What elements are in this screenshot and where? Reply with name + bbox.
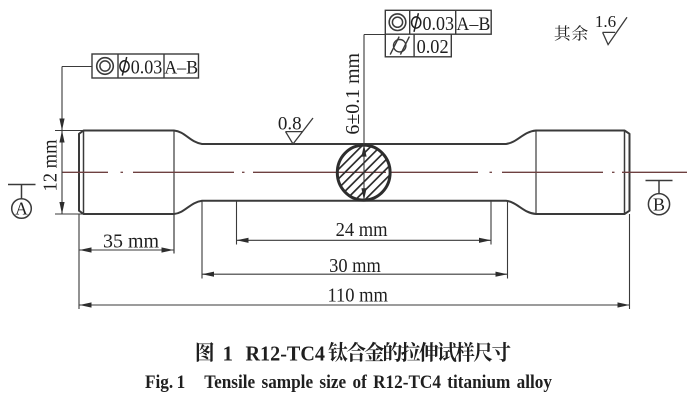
svg-text:Fig. 1 Tensile sample size o: Fig. 1 Tensile sample size of R12-TC4 ti…	[145, 372, 553, 393]
svg-text:0.03: 0.03	[423, 14, 455, 35]
svg-text:A–B: A–B	[456, 14, 490, 35]
svg-text:12 mm: 12 mm	[41, 140, 62, 192]
svg-text:1: 1	[223, 342, 234, 366]
svg-text:6±0.1 mm: 6±0.1 mm	[343, 53, 364, 135]
svg-text:B: B	[653, 195, 665, 215]
svg-text:A: A	[15, 199, 28, 219]
svg-text:24 mm: 24 mm	[336, 220, 388, 241]
svg-text:35 mm: 35 mm	[103, 232, 159, 253]
svg-text:0.03: 0.03	[131, 58, 163, 79]
svg-text:110 mm: 110 mm	[327, 286, 388, 307]
svg-text:0.02: 0.02	[417, 37, 449, 58]
svg-text:R12-TC4: R12-TC4	[246, 342, 326, 366]
svg-text:0.8: 0.8	[278, 113, 302, 134]
svg-text:30 mm: 30 mm	[329, 256, 381, 277]
svg-text:A–B: A–B	[164, 58, 198, 79]
svg-text:1.6: 1.6	[595, 12, 616, 31]
